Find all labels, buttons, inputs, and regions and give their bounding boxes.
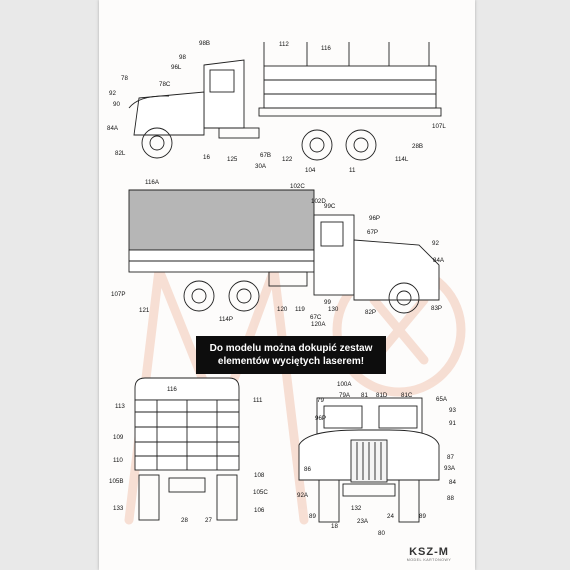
svg-text:111: 111 (253, 397, 263, 404)
svg-text:78C: 78C (159, 81, 171, 88)
svg-text:100A: 100A (337, 381, 352, 388)
svg-text:98B: 98B (199, 40, 210, 47)
svg-text:107P: 107P (111, 291, 125, 298)
svg-text:67B: 67B (260, 152, 271, 159)
svg-text:91: 91 (449, 420, 456, 427)
laser-kit-banner: Do modelu można dokupić zestaw elementów… (196, 336, 386, 374)
svg-text:84A: 84A (433, 257, 445, 264)
svg-text:98: 98 (179, 54, 186, 61)
ksz-m-logo: KSZ-M MODEL KARTONOWY (399, 547, 459, 567)
svg-text:93: 93 (449, 407, 456, 414)
svg-text:113: 113 (115, 403, 125, 410)
svg-text:79: 79 (317, 397, 324, 404)
svg-text:90: 90 (113, 101, 120, 108)
svg-text:102D: 102D (311, 198, 326, 205)
svg-text:79A: 79A (339, 392, 351, 399)
front-view-callouts: 100A 79A 81 81D 81C 65A 79 96P 93 91 87 86 93A 84… (297, 381, 456, 537)
truck-rear-view: 116 113 111 109 110 105B 133 108 105C 106 28 27 (109, 377, 268, 524)
svg-text:99: 99 (324, 299, 331, 306)
svg-text:89: 89 (309, 513, 316, 520)
svg-text:28: 28 (181, 517, 188, 524)
truck-right-side-view: 116A 102C 102D 99C 96P 67P 92 84A 107P 121 114P… (111, 179, 445, 328)
truck-left-side-view: 98B 112 116 98 96L 78 78C 92 90 84A 82L 16 125 67… (107, 40, 446, 174)
svg-text:67P: 67P (367, 229, 378, 236)
svg-text:84A: 84A (107, 125, 119, 132)
svg-text:107L: 107L (432, 123, 446, 130)
svg-text:82L: 82L (115, 150, 126, 157)
svg-text:110: 110 (113, 457, 123, 464)
svg-text:108: 108 (254, 472, 265, 479)
svg-text:99C: 99C (324, 203, 336, 210)
svg-text:116: 116 (321, 45, 331, 52)
svg-text:116: 116 (167, 386, 177, 393)
svg-text:102C: 102C (290, 183, 305, 190)
banner-line-1: Do modelu można dokupić zestaw (209, 343, 373, 354)
rear-view-callouts: 116 113 111 109 110 105B 133 108 105C 106 28 27 (109, 386, 268, 524)
instruction-sheet: 98B 112 116 98 96L 78 78C 92 90 84A 82L 16 125 67… (99, 0, 475, 570)
svg-text:83P: 83P (431, 305, 442, 312)
svg-text:130: 130 (328, 306, 339, 313)
svg-text:78: 78 (121, 75, 128, 82)
svg-text:96P: 96P (369, 215, 380, 222)
svg-text:121: 121 (139, 307, 150, 314)
svg-text:30A: 30A (255, 163, 267, 170)
svg-text:81C: 81C (401, 392, 413, 399)
svg-text:104: 104 (305, 167, 316, 174)
svg-text:132: 132 (351, 505, 362, 512)
svg-text:16: 16 (203, 154, 210, 161)
svg-text:81D: 81D (376, 392, 388, 399)
logo-main-text: KSZ-M (409, 546, 449, 558)
svg-text:87: 87 (447, 454, 454, 461)
svg-text:120A: 120A (311, 321, 326, 328)
svg-text:122: 122 (282, 156, 293, 163)
svg-text:112: 112 (279, 41, 289, 48)
svg-text:114L: 114L (395, 156, 409, 163)
svg-text:96P: 96P (315, 415, 326, 422)
svg-text:86: 86 (304, 466, 311, 473)
svg-text:105C: 105C (253, 489, 268, 496)
svg-text:120: 120 (277, 306, 288, 313)
left-view-callouts: 98B 112 116 98 96L 78 78C 92 90 84A 82L 16 125 67… (107, 40, 446, 174)
svg-text:96L: 96L (171, 64, 182, 71)
svg-text:116A: 116A (145, 179, 160, 186)
svg-text:65A: 65A (436, 396, 448, 403)
svg-text:92A: 92A (297, 492, 309, 499)
svg-text:125: 125 (227, 156, 238, 163)
banner-line-2: elementów wyciętych laserem! (217, 356, 365, 367)
svg-text:88: 88 (447, 495, 454, 502)
svg-text:89: 89 (419, 513, 426, 520)
svg-text:105B: 105B (109, 478, 123, 485)
svg-text:114P: 114P (219, 316, 233, 323)
svg-text:28B: 28B (412, 143, 423, 150)
svg-text:84: 84 (449, 479, 456, 486)
truck-front-view: 100A 79A 81 81D 81C 65A 79 96P 93 91 87 86 93A 84… (297, 381, 456, 537)
svg-text:18: 18 (331, 523, 338, 530)
svg-text:11: 11 (349, 167, 356, 174)
svg-text:80: 80 (378, 530, 385, 537)
svg-text:119: 119 (295, 306, 305, 313)
svg-text:92: 92 (109, 90, 116, 97)
svg-text:27: 27 (205, 517, 212, 524)
svg-text:106: 106 (254, 507, 265, 514)
svg-text:92: 92 (432, 240, 439, 247)
svg-text:24: 24 (387, 513, 394, 520)
right-view-callouts: 116A 102C 102D 99C 96P 67P 92 84A 107P 121 114P… (111, 179, 445, 328)
svg-text:93A: 93A (444, 465, 456, 472)
svg-text:82P: 82P (365, 309, 376, 316)
svg-text:67C: 67C (310, 314, 322, 321)
logo-sub-text: MODEL KARTONOWY (406, 558, 452, 562)
svg-text:109: 109 (113, 434, 124, 441)
svg-text:23A: 23A (357, 518, 369, 525)
svg-text:81: 81 (361, 392, 368, 399)
svg-text:133: 133 (113, 505, 124, 512)
